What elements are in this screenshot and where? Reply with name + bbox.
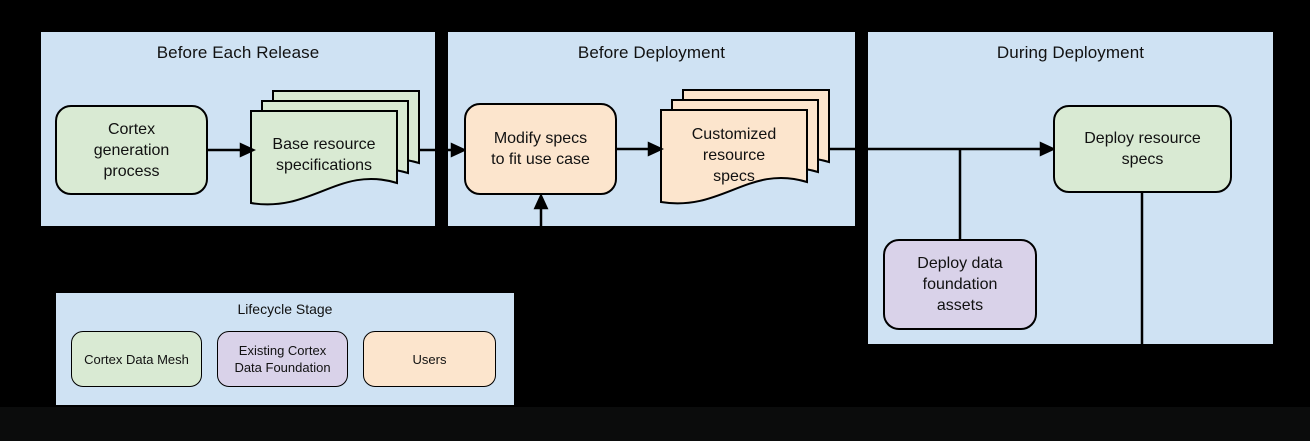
node-deploy-data-foundation-assets: Deploy data foundation assets [883, 239, 1037, 330]
node-cortex-generation-process: Cortex generation process [55, 105, 208, 195]
legend-item-cortex-data-mesh: Cortex Data Mesh [71, 331, 202, 387]
legend-item-users: Users [363, 331, 496, 387]
legend-lifecycle-stage: Lifecycle Stage Cortex Data Mesh Existin… [56, 293, 514, 405]
label-base-resource-specifications: Base resource specifications [272, 136, 376, 174]
node-deploy-resource-specs: Deploy resource specs [1053, 105, 1232, 193]
panel-title-before-each-release: Before Each Release [156, 43, 320, 62]
footer-strip [0, 407, 1310, 441]
panel-title-during-deployment: During Deployment [996, 43, 1145, 62]
legend-title: Lifecycle Stage [237, 301, 333, 317]
legend-item-existing-cortex-data-foundation: Existing Cortex Data Foundation [217, 331, 348, 387]
label-customized-resource-specs: Customized resource specs [691, 125, 777, 185]
panel-title-before-deployment: Before Deployment [577, 43, 726, 62]
node-modify-specs-to-fit-use-case: Modify specs to fit use case [464, 103, 617, 195]
